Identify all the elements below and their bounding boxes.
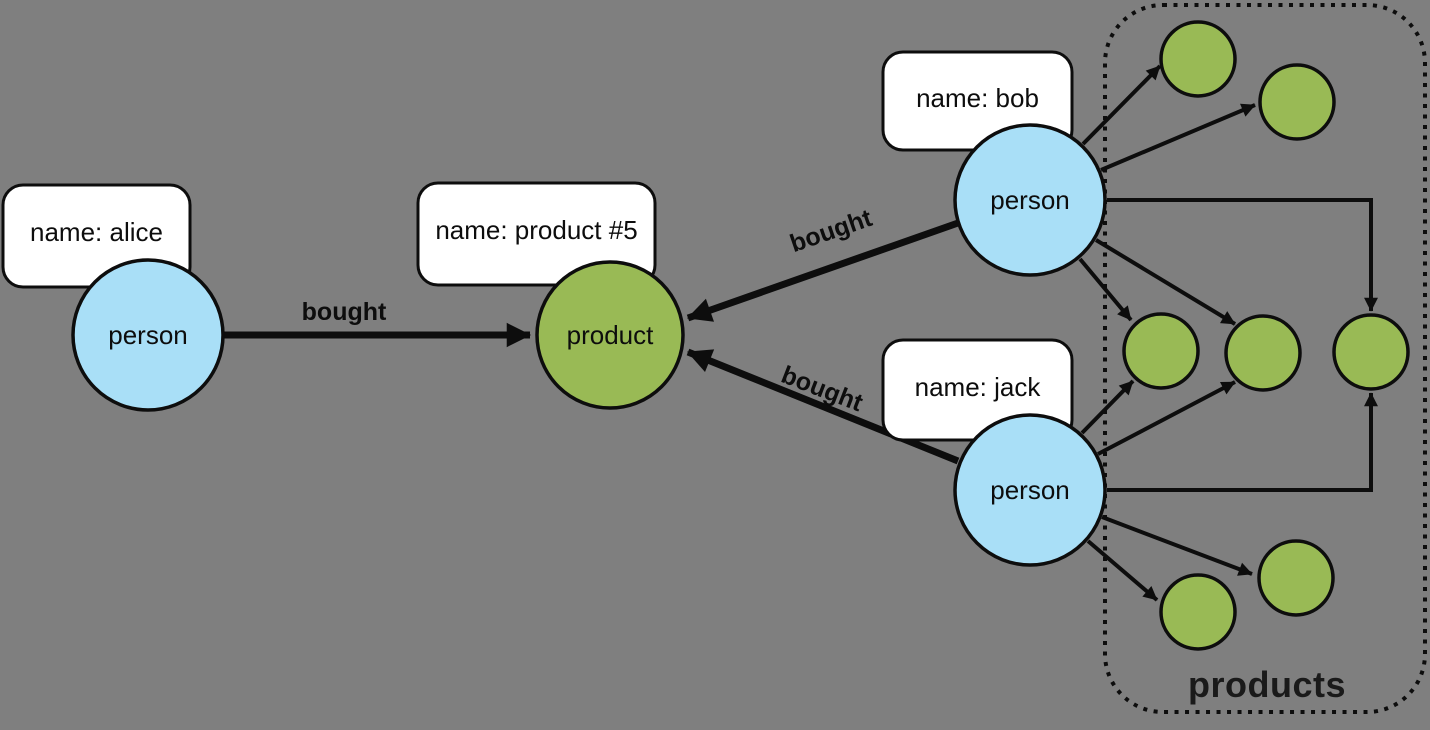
edge-jack-product-e xyxy=(1097,380,1236,456)
product-node-anon-1 xyxy=(1159,20,1237,98)
product-node-anon-7 xyxy=(1159,573,1237,651)
edge-bob-product-e xyxy=(1094,238,1237,326)
product-node-anon-3 xyxy=(1122,312,1200,390)
product-node-anon-4 xyxy=(1224,314,1302,392)
product-node-anon-6 xyxy=(1257,539,1335,617)
edge-bob-product-f-elbow xyxy=(1107,198,1378,312)
product-node-anon-5 xyxy=(1332,313,1410,391)
product-node-anon-2 xyxy=(1258,63,1336,141)
edge-jack-product-f-elbow xyxy=(1107,392,1378,492)
edge-jack-product-d xyxy=(1080,379,1135,435)
product-node-product5 xyxy=(535,260,685,410)
person-node-jack xyxy=(953,413,1107,567)
products-cluster-boundary xyxy=(1103,3,1427,714)
edge-bob-bought-product xyxy=(686,219,960,322)
product-property-box xyxy=(416,181,657,287)
edge-bob-product-b xyxy=(1100,103,1256,172)
edge-jack-bought-product xyxy=(686,348,960,465)
edge-jack-product-g xyxy=(1086,539,1159,602)
edge-bob-product-a xyxy=(1081,64,1162,146)
person-node-alice xyxy=(71,258,225,412)
edge-jack-product-h xyxy=(1101,515,1253,576)
edge-bob-product-d xyxy=(1078,257,1133,322)
person-node-bob xyxy=(953,123,1107,277)
